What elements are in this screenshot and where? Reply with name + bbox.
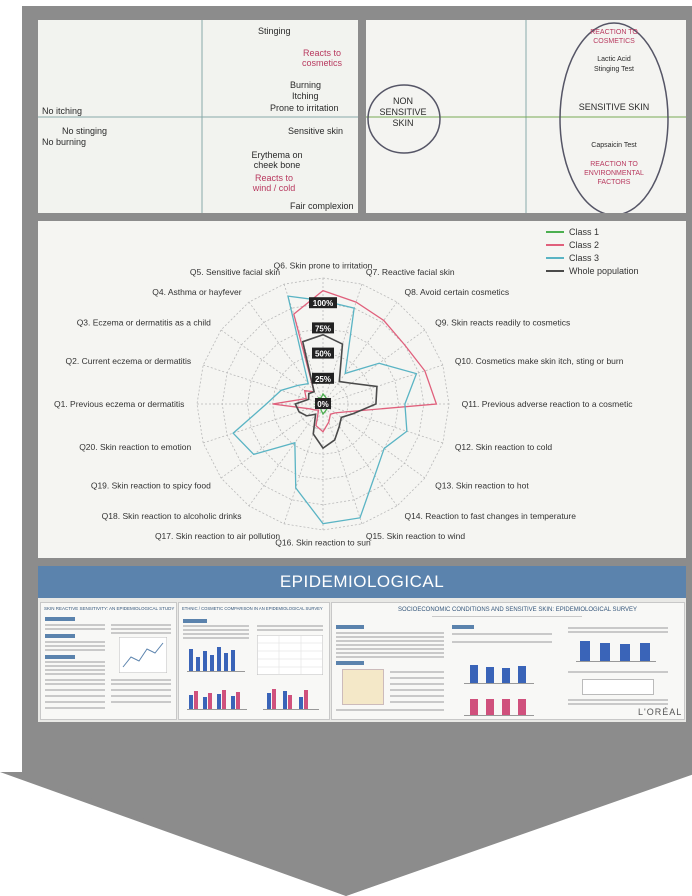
radar-spoke xyxy=(322,403,426,479)
radar-axis-label: Q11. Previous adverse reaction to a cosm… xyxy=(462,399,634,409)
poster-3: SOCIOECONOMIC CONDITIONS AND SENSITIVE S… xyxy=(331,602,685,720)
label-stinging: Stinging xyxy=(258,26,291,36)
radar-tick-box xyxy=(309,297,337,309)
posters-panel: SKIN REACTIVE SENSITIVITY: AN EPIDEMIOLO… xyxy=(38,598,686,722)
radar-spoke xyxy=(248,301,324,405)
radar-axis-label: Q10. Cosmetics make skin itch, sting or … xyxy=(455,356,624,366)
label-reacts-to-cosmetics: Reacts to cosmetics xyxy=(301,48,342,68)
brand-logo: L'ORÉAL xyxy=(638,707,683,717)
radar-series-class-2 xyxy=(272,289,438,433)
poster-2: ETHNIC / COSMETIC COMPARISON IN AN EPIDE… xyxy=(178,602,330,720)
label-prone-to-irritation: Prone to irritation xyxy=(270,103,339,113)
radar-chart: 0% 25% 50% 75% 100% Q6. Skin prone to irritat… xyxy=(54,227,639,548)
radar-grid-ring xyxy=(246,327,400,481)
radar-spoke xyxy=(203,364,324,405)
legend-label: Class 3 xyxy=(569,253,599,263)
radar-series-class-3 xyxy=(232,295,418,525)
label-non-sensitive-skin: NON SENSITIVE SKIN xyxy=(379,96,427,128)
label-sensitive-skin: Sensitive skin xyxy=(288,126,344,136)
radar-spoke xyxy=(322,284,363,405)
radar-axis-label: Q7. Reactive facial skin xyxy=(366,267,455,277)
poster-3-title: SOCIOECONOMIC CONDITIONS AND SENSITIVE S… xyxy=(398,607,638,613)
radar-tick-box xyxy=(312,372,334,384)
label-reacts-to-wind: Reacts to wind / cold xyxy=(252,173,296,193)
radar-axis-label: Q20. Skin reaction to emotion xyxy=(79,442,191,452)
radar-tick-box xyxy=(315,398,331,409)
legend-label: Whole population xyxy=(569,266,639,276)
radar-axis-label: Q5. Sensitive facial skin xyxy=(190,267,281,277)
radar-tick-label: 0% xyxy=(317,400,329,409)
radar-tick-label: 100% xyxy=(313,299,333,308)
label-itching: Itching xyxy=(292,91,319,101)
label-burning: Burning xyxy=(290,80,322,90)
radar-axis-label: Q4. Asthma or hayfever xyxy=(152,287,241,297)
label-no-burning: No burning xyxy=(42,137,87,147)
radar-axis-label: Q18. Skin reaction to alcoholic drinks xyxy=(102,511,242,521)
radar-tick-label: 25% xyxy=(315,375,331,384)
radar-spoke xyxy=(322,329,426,405)
radar-tick-label: 75% xyxy=(315,324,331,333)
label-stinging-test: Stinging Test xyxy=(594,66,634,73)
quadrant-diagram-left: Stinging Reacts to cosmetics Burning Itc… xyxy=(38,20,358,213)
poster-1-title: SKIN REACTIVE SENSITIVITY: AN EPIDEMIOLO… xyxy=(44,606,175,611)
label-no-itching: No itching xyxy=(42,106,83,116)
radar-axis-label: Q9. Skin reacts readily to cosmetics xyxy=(435,318,570,328)
radar-axis-label: Q17. Skin reaction to air pollution xyxy=(155,531,280,541)
radar-spoke xyxy=(322,364,443,405)
radar-spoke xyxy=(220,329,324,405)
legend-label: Class 1 xyxy=(569,227,599,237)
radar-spoke xyxy=(322,301,398,405)
radar-axis-label: Q6. Skin prone to irritation xyxy=(274,260,373,270)
radar-grid-ring xyxy=(196,277,450,531)
label-erythema: Erythema on cheek bone xyxy=(251,150,303,170)
radar-axis-label: Q14. Reaction to fast changes in tempera… xyxy=(404,511,576,521)
radar-tick-box xyxy=(312,322,334,334)
radar-tick-box xyxy=(312,347,334,359)
radar-tick-label: 50% xyxy=(315,350,331,359)
radar-spoke xyxy=(322,403,443,444)
label-reaction-to-cosmetics: REACTION TO COSMETICS xyxy=(590,29,638,45)
poster-2-title: ETHNIC / COSMETIC COMPARISON IN AN EPIDE… xyxy=(182,606,323,611)
radar-axis-label: Q3. Eczema or dermatitis as a child xyxy=(77,318,211,328)
radar-axis-label: Q1. Previous eczema or dermatitis xyxy=(54,399,184,409)
radar-chart-panel: 0% 25% 50% 75% 100% Q6. Skin prone to irritat… xyxy=(38,221,686,558)
radar-axis-label: Q13. Skin reaction to hot xyxy=(435,480,529,490)
radar-axis-label: Q19. Skin reaction to spicy food xyxy=(91,480,211,490)
radar-spoke xyxy=(283,284,324,405)
label-lactic-acid: Lactic Acid xyxy=(597,56,631,63)
legend-label: Class 2 xyxy=(569,240,599,250)
label-fair-complexion: Fair complexion xyxy=(290,201,354,211)
radar-series-whole-population xyxy=(294,333,378,450)
quadrant-diagram-right: NON SENSITIVE SKIN REACTION TO COSMETICS… xyxy=(366,20,686,213)
radar-axis-label: Q2. Current eczema or dermatitis xyxy=(66,356,192,366)
radar-axis-label: Q16. Skin reaction to sun xyxy=(275,538,371,548)
label-no-stinging: No stinging xyxy=(62,126,108,136)
radar-spoke xyxy=(248,403,324,507)
radar-grid-ring xyxy=(221,302,425,506)
radar-axis-label: Q8. Avoid certain cosmetics xyxy=(404,287,509,297)
section-header: EPIDEMIOLOGICAL xyxy=(38,566,686,598)
label-reaction-to-environmental: REACTION TO ENVIRONMENTAL FACTORS xyxy=(584,161,644,186)
radar-spoke xyxy=(203,403,324,444)
label-capsaicin-test: Capsaicin Test xyxy=(591,142,637,149)
label-sensitive-skin-circle: SENSITIVE SKIN xyxy=(578,102,650,112)
radar-axis-label: Q15. Skin reaction to wind xyxy=(366,531,465,541)
radar-axis-label: Q12. Skin reaction to cold xyxy=(455,442,553,452)
radar-spoke xyxy=(322,403,363,524)
radar-spoke xyxy=(322,403,398,507)
radar-grid-ring xyxy=(272,353,374,455)
poster-1: SKIN REACTIVE SENSITIVITY: AN EPIDEMIOLO… xyxy=(40,602,177,720)
